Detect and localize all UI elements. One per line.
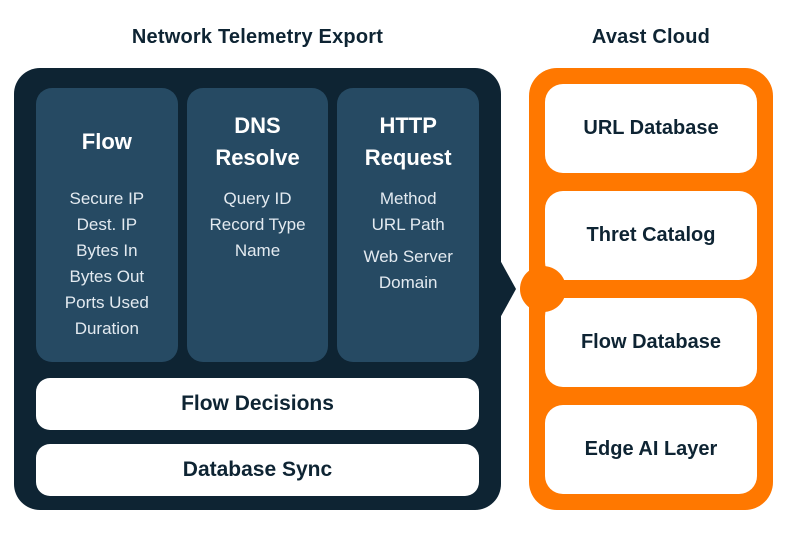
column-item: Query ID — [223, 189, 292, 208]
column-item: Duration — [74, 319, 139, 338]
column-item: Name — [234, 241, 281, 260]
network-telemetry-title: Network Telemetry Export — [131, 25, 384, 48]
flow-header: Flow — [81, 129, 132, 154]
database-sync-bar: Database Sync — [36, 444, 479, 496]
column-item: URL Path — [371, 215, 445, 234]
connector-bump-icon — [520, 266, 566, 312]
column-item: Method — [379, 189, 437, 208]
dns-resolve-header: DNS Resolve — [215, 113, 300, 170]
column-item: Secure IP — [69, 189, 145, 208]
column-item: Record Type — [209, 215, 306, 234]
column-item: Bytes In — [76, 241, 138, 260]
column-item: Ports Used — [64, 293, 149, 312]
cloud-box: Thret Catalog — [545, 191, 757, 280]
cloud-box: Edge AI Layer — [545, 405, 757, 494]
column-item: Dest. IP — [76, 215, 138, 234]
cloud-box: Flow Database — [545, 298, 757, 387]
avast-cloud-title: Avast Cloud — [591, 25, 711, 48]
column-item: Bytes Out — [69, 267, 145, 286]
flow-decisions-bar: Flow Decisions — [36, 378, 479, 430]
column-item: Web Server Domain — [363, 247, 453, 292]
http-request-header: HTTP Request — [364, 113, 452, 170]
cloud-box: URL Database — [545, 84, 757, 173]
connector-arrow-icon — [500, 260, 516, 318]
